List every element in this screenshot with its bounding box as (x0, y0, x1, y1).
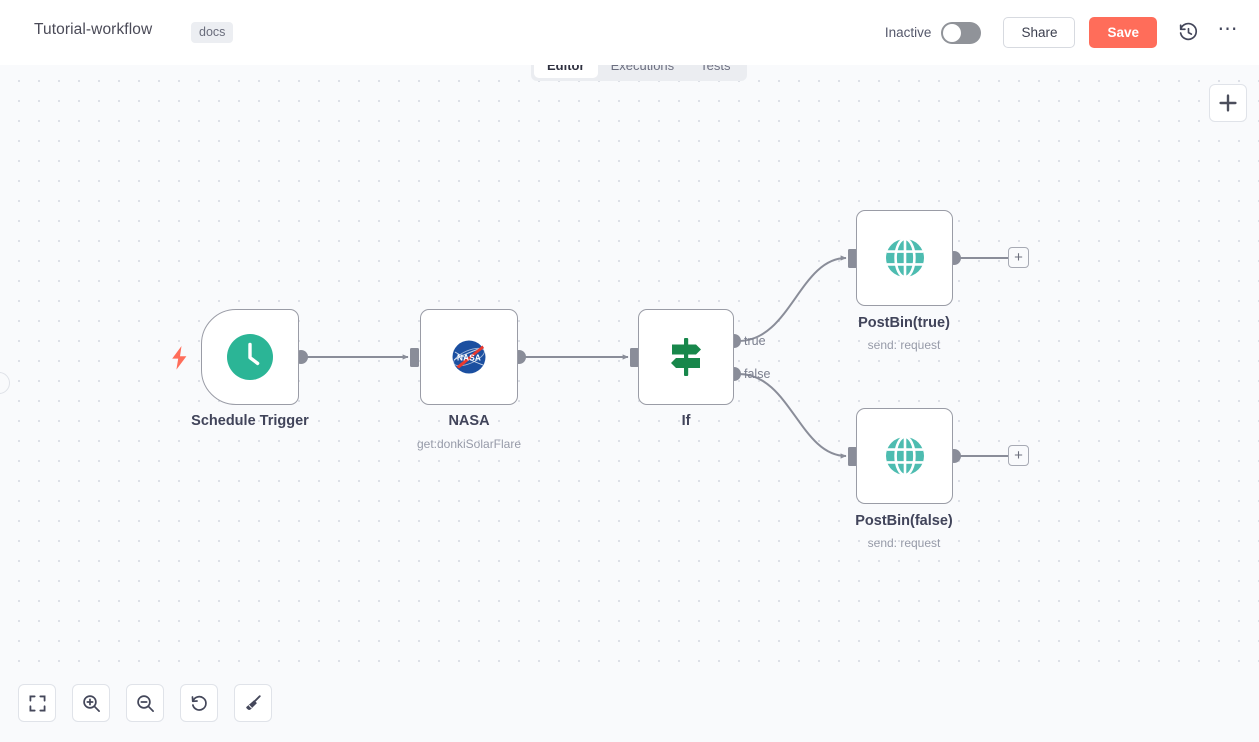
node-label-nasa: NASA (448, 413, 490, 429)
history-clock-icon[interactable] (1173, 18, 1203, 48)
node-label-if: If (681, 413, 691, 429)
nasa-logo-icon: NASA (452, 340, 486, 374)
node-postbin-true[interactable] (856, 210, 953, 306)
activation-toggle[interactable] (941, 21, 982, 44)
fit-screen-icon (29, 695, 45, 711)
zoom-in-button[interactable] (72, 684, 110, 722)
canvas-bottom-bar: Test workflow (0, 677, 1259, 742)
svg-text:NASA: NASA (457, 353, 481, 362)
signpost-icon (671, 338, 701, 376)
activation-status-label: Inactive (884, 25, 932, 40)
save-button[interactable]: Save (1089, 17, 1157, 48)
node-schedule-trigger[interactable] (201, 309, 299, 405)
add-node-stub-false[interactable]: + (1008, 445, 1029, 466)
workflow-title[interactable]: Tutorial-workflow (34, 21, 153, 38)
globe-icon (885, 435, 924, 477)
toggle-knob (943, 23, 962, 42)
add-node-stub-true[interactable]: + (1008, 247, 1029, 268)
app-header: Tutorial-workflow docs Inactive Share Sa… (0, 0, 1259, 65)
connector-layer (294, 249, 1008, 466)
globe-icon (885, 237, 924, 279)
node-label-postbin-false: PostBin(false) (855, 513, 953, 529)
node-subtitle-postbin-false: send: request (867, 536, 941, 550)
node-subtitle-nasa: get:donkiSolarFlare (416, 437, 522, 451)
share-button[interactable]: Share (1003, 17, 1076, 48)
tidy-up-button[interactable] (234, 684, 272, 722)
magnifier-minus-icon (136, 694, 154, 712)
add-node-button[interactable] (1209, 84, 1247, 122)
port-label-false: false (744, 367, 771, 381)
node-subtitle-postbin-true: send: request (867, 338, 941, 352)
plus-icon: + (1014, 447, 1023, 464)
ellipsis-icon[interactable]: ⋯ (1217, 17, 1239, 40)
zoom-controls (18, 684, 272, 722)
reset-zoom-button[interactable] (180, 684, 218, 722)
port-label-true: true (744, 334, 766, 348)
workflow-tag-docs[interactable]: docs (191, 22, 234, 43)
plus-icon: + (1014, 249, 1023, 266)
lightning-bolt-icon (171, 346, 188, 375)
node-if[interactable] (638, 309, 734, 405)
magnifier-plus-icon (82, 694, 100, 712)
undo-arrow-icon (191, 695, 207, 711)
node-label-schedule-trigger: Schedule Trigger (191, 413, 309, 429)
node-label-postbin-true: PostBin(true) (858, 315, 950, 331)
node-postbin-false[interactable] (856, 408, 953, 504)
workflow-canvas[interactable]: Schedule Trigger NASA NASA get:donkiSola… (0, 65, 1259, 677)
node-nasa[interactable]: NASA (420, 309, 518, 405)
zoom-out-button[interactable] (126, 684, 164, 722)
broom-icon (245, 694, 261, 710)
header-actions: Inactive Share Save ⋯ (885, 0, 1243, 65)
clock-icon (227, 334, 273, 380)
plus-icon (1219, 94, 1237, 112)
zoom-to-fit-button[interactable] (18, 684, 56, 722)
